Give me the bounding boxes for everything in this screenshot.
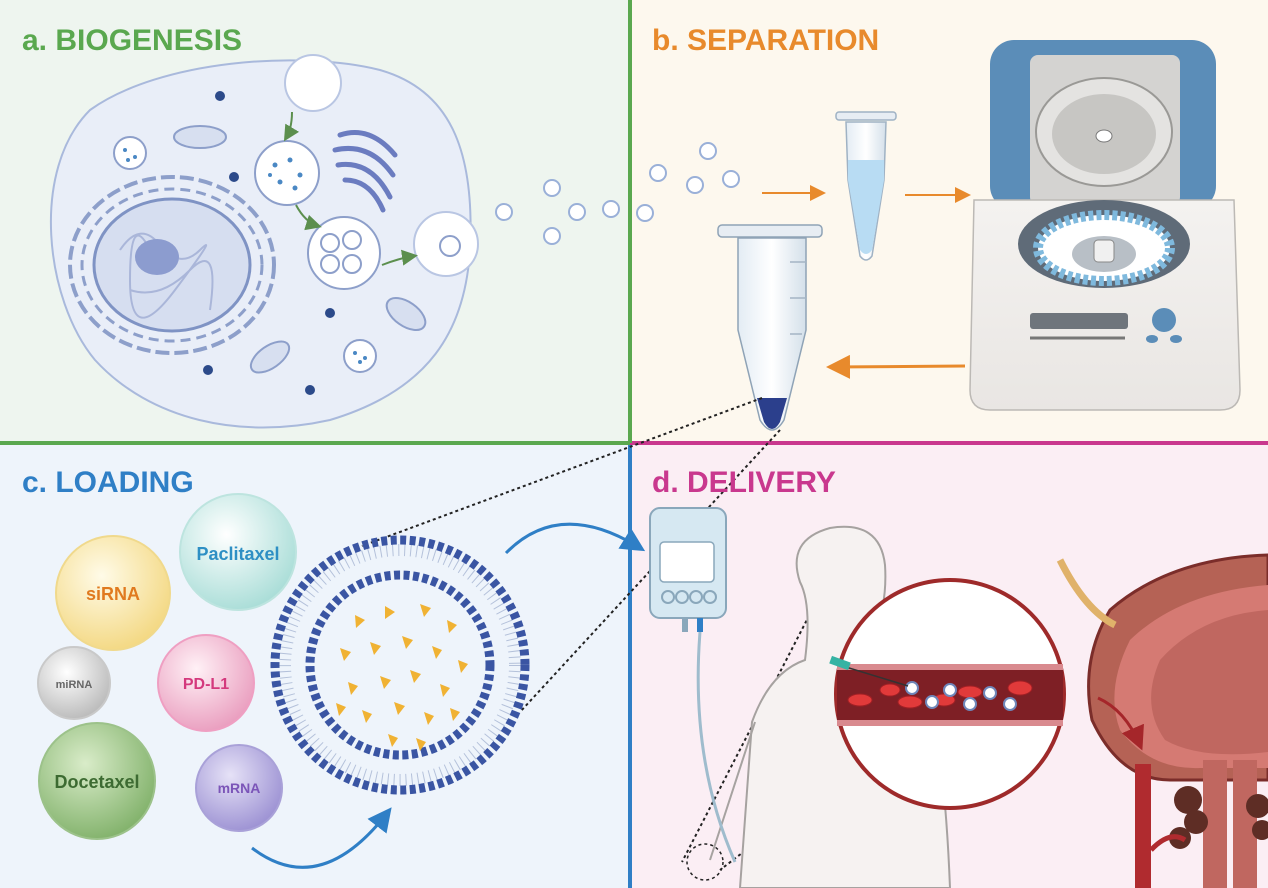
multivesicular-body-mature xyxy=(307,216,381,290)
exosome-pellet xyxy=(757,398,787,429)
mrna-label: mRNA xyxy=(218,780,261,796)
zoom-lines xyxy=(361,397,851,871)
multivesicular-body xyxy=(113,136,147,170)
inner-head-layer xyxy=(305,570,495,760)
cargo-bubbles xyxy=(37,493,297,840)
pdl1-label: PD-L1 xyxy=(183,676,229,693)
arrow-to-pellet-tube xyxy=(826,354,966,379)
pellet-tube xyxy=(717,224,823,431)
iv-line xyxy=(696,631,737,863)
artery xyxy=(1135,764,1151,888)
cargo-labels: Paclitaxel siRNA miRNA PD-L1 Docetaxel m… xyxy=(54,544,279,796)
mirna-bubble xyxy=(37,646,111,720)
panel-c-title: c. LOADING xyxy=(22,466,194,499)
injection-site xyxy=(686,843,724,881)
mirna-label: miRNA xyxy=(56,679,93,691)
early-endosome xyxy=(254,140,320,206)
nucleolus xyxy=(135,239,179,275)
arrow-exosome-to-delivery xyxy=(504,522,646,555)
paclitaxel-bubble xyxy=(179,493,297,611)
centrifuge-knob xyxy=(1152,308,1176,332)
sample-tube-small xyxy=(835,111,897,261)
released-exosomes xyxy=(495,142,740,245)
endoplasmic-reticulum xyxy=(68,175,276,355)
docetaxel-label: Docetaxel xyxy=(54,772,139,792)
arrow-cargo-to-exosome xyxy=(251,807,392,869)
panel-a-title: a. BIOGENESIS xyxy=(22,24,242,57)
separation-illustration xyxy=(717,40,1241,431)
drug-cargo xyxy=(336,604,468,751)
golgi-apparatus xyxy=(332,130,398,213)
cell-illustration xyxy=(49,54,479,429)
mitochondrion xyxy=(173,125,427,374)
panel-b-title: b. SEPARATION xyxy=(652,24,879,57)
loaded-exosome xyxy=(270,535,530,795)
needle xyxy=(829,655,851,671)
mrna-bubble xyxy=(195,744,283,832)
panel-d-title: d. DELIVERY xyxy=(652,466,836,499)
pdl1-bubble xyxy=(157,634,255,732)
ureter xyxy=(1056,558,1117,629)
docetaxel-bubble xyxy=(38,722,156,840)
multivesicular-body xyxy=(343,339,377,373)
sirna-label: siRNA xyxy=(86,584,140,604)
paclitaxel-label: Paclitaxel xyxy=(196,544,279,564)
centrifuge xyxy=(969,40,1241,411)
outer-head-layer xyxy=(270,535,530,795)
centrifuge-display xyxy=(1030,313,1128,329)
endocytic-vesicle xyxy=(284,54,342,112)
arrow-to-tumor xyxy=(1097,696,1144,751)
iv-bag xyxy=(649,507,727,632)
delivery-illustration xyxy=(649,507,1268,888)
sirna-bubble xyxy=(55,535,171,651)
